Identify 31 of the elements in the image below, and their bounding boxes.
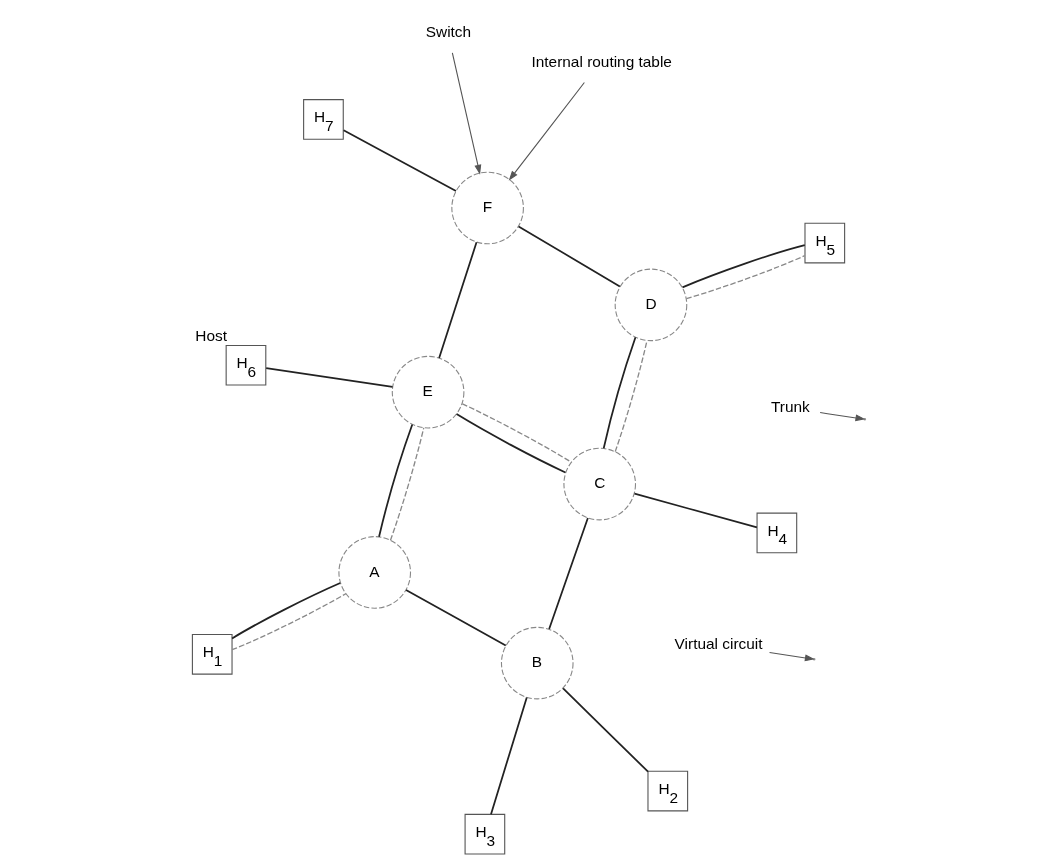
node-circle: D xyxy=(614,268,688,342)
connector xyxy=(231,593,347,651)
connector xyxy=(342,129,457,192)
connector xyxy=(490,696,528,816)
connector xyxy=(602,336,637,450)
node-text: Trunk xyxy=(770,398,810,416)
node-text: Virtual circuit xyxy=(674,634,763,652)
node-circle: C xyxy=(563,447,637,521)
connector xyxy=(681,244,806,289)
connector xyxy=(548,517,589,630)
connector xyxy=(231,582,342,640)
connector xyxy=(517,225,621,288)
connector xyxy=(562,687,649,773)
connector xyxy=(685,255,806,300)
arrow xyxy=(451,52,482,175)
node-text: Internal routing table xyxy=(531,52,672,70)
connector xyxy=(378,423,414,538)
connector xyxy=(455,413,567,474)
node-label: Host xyxy=(195,327,228,345)
arrow xyxy=(769,652,815,662)
connector xyxy=(461,403,572,463)
node-text: Switch xyxy=(425,22,472,40)
connector xyxy=(389,427,425,541)
node-circle: E xyxy=(391,355,465,429)
connector xyxy=(438,241,478,359)
connector xyxy=(633,492,758,529)
connector xyxy=(405,589,507,647)
node-circle: B xyxy=(500,626,574,700)
arrow xyxy=(508,81,585,181)
connector xyxy=(265,367,394,388)
node-circle: A xyxy=(338,536,412,609)
